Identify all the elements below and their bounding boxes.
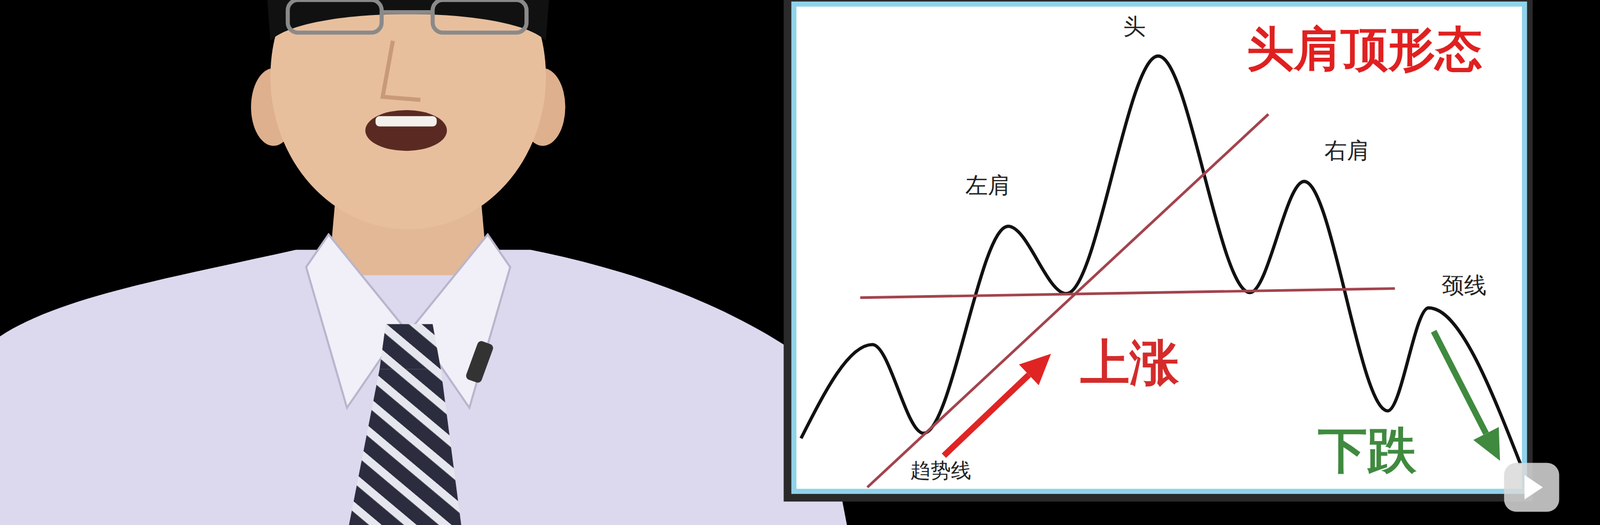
trend-line [867,114,1269,489]
title: 头肩顶形态 [1244,21,1485,76]
rise-arrow [943,354,1051,457]
line-label: 趋势线 [908,459,974,484]
presenter-figure [0,0,848,525]
chart-panel [794,4,1525,492]
line-label: 颈线 [1439,272,1489,300]
peak-label: 头 [1121,13,1148,41]
price-curve [801,56,1521,465]
shoulder-label: 左肩 [963,172,1013,200]
neckline [860,288,1396,299]
panel-frame [783,0,1533,502]
shoulder-label: 右肩 [1322,137,1372,165]
fall-arrow [1433,331,1500,462]
trend-word: 下跌 [1315,423,1419,480]
trend-word: 上涨 [1078,335,1182,392]
play-watermark [1504,463,1560,513]
